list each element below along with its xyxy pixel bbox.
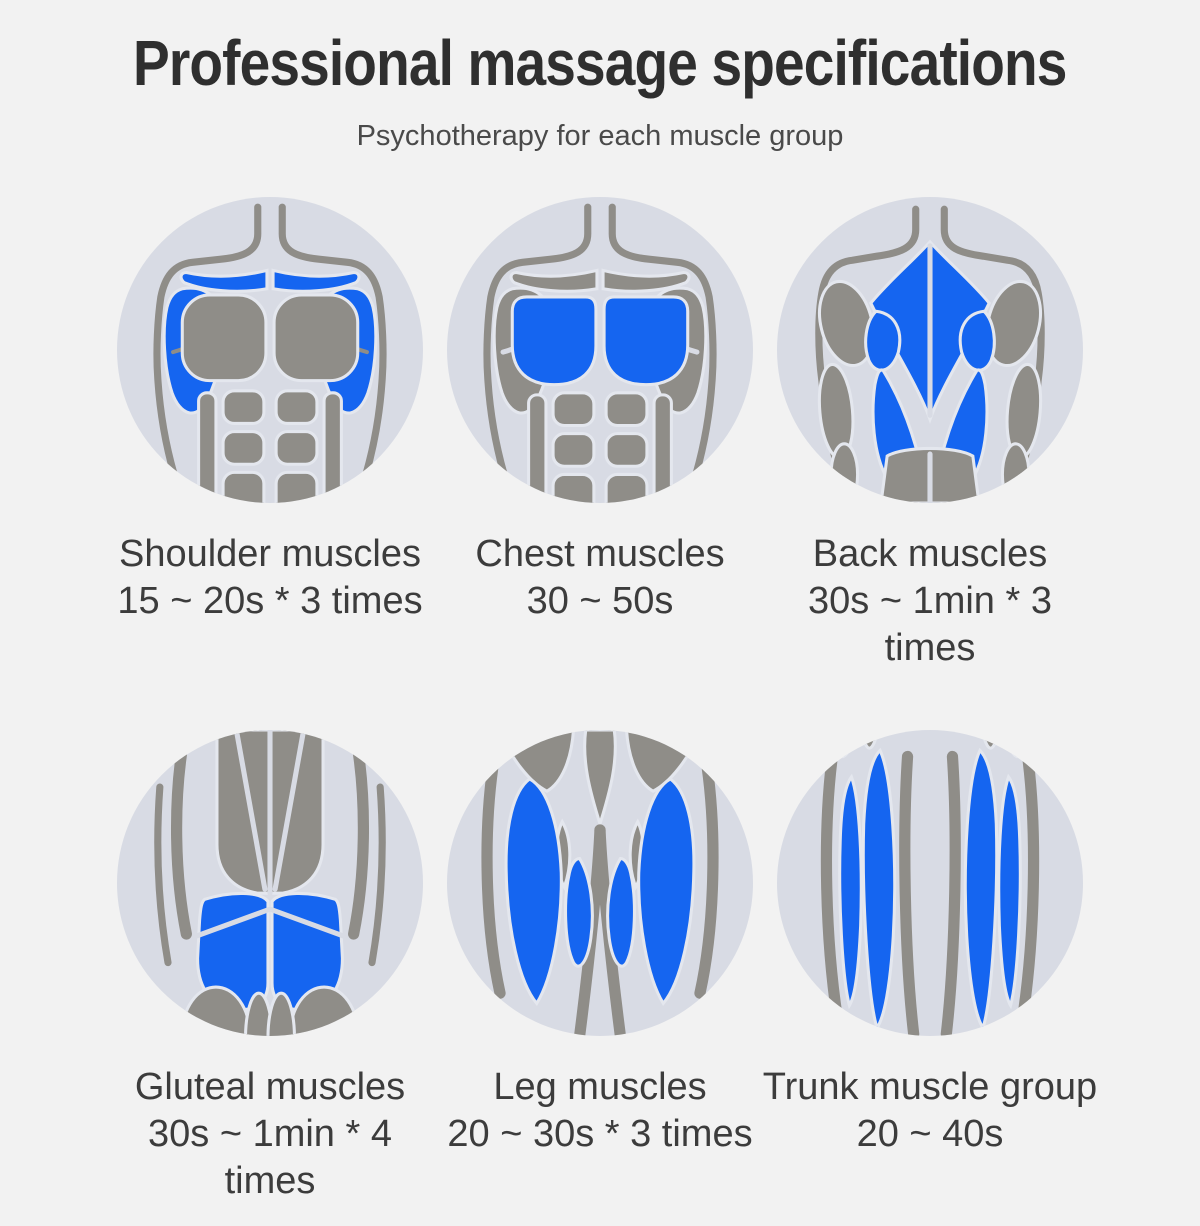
muscle-group-name: Chest muscles	[475, 533, 725, 575]
card-chest-muscles: Chest muscles 30 ~ 50s	[435, 197, 765, 672]
card-caption: Shoulder muscles 15 ~ 20s * 3 times	[90, 531, 450, 625]
trunk-muscles-figure	[777, 730, 1083, 1036]
muscle-group-name: Leg muscles	[493, 1066, 707, 1108]
muscle-group-name: Back muscles	[812, 533, 1048, 575]
muscle-group-spec: times	[884, 627, 976, 669]
card-caption: Chest muscles 30 ~ 50s	[420, 531, 780, 625]
muscle-group-spec: 30s ~ 1min * 4	[148, 1113, 392, 1155]
shoulder-muscles-figure	[117, 197, 423, 503]
back-muscles-figure	[777, 197, 1083, 503]
muscle-group-name: Gluteal muscles	[134, 1066, 406, 1108]
massage-specifications-infographic: Professional massage specifications Psyc…	[0, 26, 1200, 1205]
gluteal-muscles-figure	[117, 730, 423, 1036]
card-leg-muscles: Leg muscles 20 ~ 30s * 3 times	[435, 730, 765, 1205]
muscle-group-name: Trunk muscle group	[762, 1066, 1098, 1108]
chest-muscles-figure	[447, 197, 753, 503]
card-caption: Back muscles 30s ~ 1min * 3 times	[750, 531, 1110, 672]
muscle-group-name: Shoulder muscles	[118, 533, 422, 575]
card-caption: Gluteal muscles 30s ~ 1min * 4 times	[90, 1064, 450, 1205]
page-title: Professional massage specifications	[133, 27, 1067, 99]
muscle-group-spec: times	[224, 1160, 316, 1202]
card-shoulder-muscles: Shoulder muscles 15 ~ 20s * 3 times	[105, 197, 435, 672]
card-trunk-muscle-group: Trunk muscle group 20 ~ 40s	[763, 730, 1097, 1205]
muscle-group-spec: 30s ~ 1min * 3	[808, 580, 1052, 622]
card-caption: Leg muscles 20 ~ 30s * 3 times	[420, 1064, 780, 1158]
muscle-group-spec: 20 ~ 40s	[856, 1113, 1004, 1155]
muscle-group-spec: 30 ~ 50s	[526, 580, 674, 622]
muscle-groups-grid: Shoulder muscles 15 ~ 20s * 3 times	[0, 197, 1200, 1205]
page-subtitle: Psychotherapy for each muscle group	[356, 120, 844, 152]
card-back-muscles: Back muscles 30s ~ 1min * 3 times	[765, 197, 1095, 672]
card-gluteal-muscles: Gluteal muscles 30s ~ 1min * 4 times	[105, 730, 435, 1205]
leg-muscles-figure	[447, 730, 753, 1036]
muscle-group-spec: 15 ~ 20s * 3 times	[117, 580, 423, 622]
card-caption: Trunk muscle group 20 ~ 40s	[750, 1064, 1110, 1158]
muscle-group-spec: 20 ~ 30s * 3 times	[447, 1113, 753, 1155]
